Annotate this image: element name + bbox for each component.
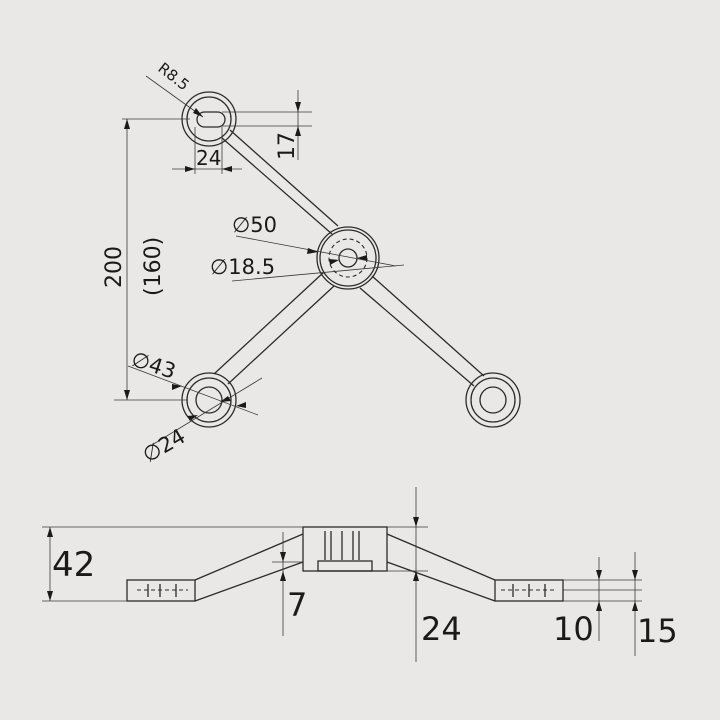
- left-side-arm: [194, 533, 304, 602]
- left-end-block: [126, 579, 196, 602]
- end-height-dimension: 15: [563, 552, 678, 656]
- hub-offset-label: 24: [421, 610, 462, 648]
- upper-left-arm: [221, 129, 339, 235]
- lower-left-arm: [213, 271, 335, 385]
- slot-width-dimension: 24: [172, 127, 242, 174]
- hub-outer-diameter-dimension: ∅50: [232, 213, 397, 267]
- side-view: 42 7 24 10: [42, 487, 678, 662]
- right-side-arm: [386, 533, 496, 602]
- slot-offset-label: 17: [275, 132, 300, 160]
- end-thickness-dimension: 10: [553, 557, 642, 648]
- end-thickness-label: 10: [553, 610, 594, 648]
- arm-offset-dimension: 7: [272, 532, 307, 636]
- hub-outer-diameter-label: ∅50: [232, 213, 277, 237]
- end-height-label: 15: [637, 612, 678, 650]
- slot-width-label: 24: [196, 146, 221, 170]
- side-hub: [302, 526, 388, 572]
- hub-hole-diameter-label: ∅18.5: [210, 255, 275, 279]
- slot-hole: [196, 111, 226, 128]
- hub-hole-diameter-dimension: ∅18.5: [210, 255, 405, 282]
- total-height-label: 42: [52, 545, 95, 585]
- lower-right-end-fitting: [465, 372, 521, 428]
- height-dimension: 200 (160): [102, 118, 190, 401]
- hub-offset-dimension: 24: [387, 487, 462, 662]
- total-height-dimension: 42: [42, 526, 303, 602]
- arm-offset-label: 7: [287, 586, 307, 624]
- slot-offset-dimension: 17: [222, 90, 312, 160]
- lower-right-arm: [359, 275, 485, 387]
- right-end-block: [494, 579, 564, 602]
- height-label: 200: [102, 246, 127, 288]
- height-alt-label: (160): [141, 237, 166, 296]
